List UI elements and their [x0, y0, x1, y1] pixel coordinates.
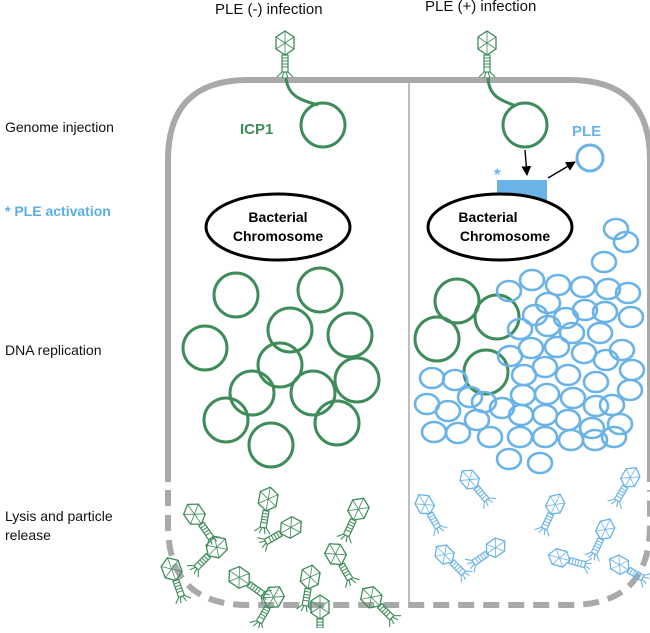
ple-circle: [558, 321, 586, 345]
title-ple-positive: PLE (+) infection: [425, 0, 537, 15]
ple-circle: [444, 421, 472, 445]
ple-circle: [554, 408, 582, 432]
injecting-phage-right: [477, 30, 497, 79]
ple-circle: [586, 321, 614, 345]
released-icp1-phage: [310, 594, 330, 633]
ple-circle: [606, 412, 634, 436]
ple-circle: [534, 291, 562, 315]
ple-activation-text: PLE activation: [14, 203, 111, 219]
chromosome-left-line1: Bacterial: [248, 209, 307, 225]
icp1-label: ICP1: [240, 121, 273, 138]
ple-circle: [569, 275, 597, 299]
released-icp1-phage: [252, 484, 280, 536]
ple-circle: [518, 268, 546, 292]
ple-circle: [557, 428, 585, 452]
ple-circle: [559, 386, 587, 410]
chromosome-right-line1: Bacterial: [458, 209, 517, 225]
activation-arrow: [521, 149, 532, 176]
ple-circle: [581, 428, 609, 452]
released-ple-phage: [463, 533, 511, 574]
icp1-replicated-genomes-left: [181, 266, 381, 469]
ple-circle: [592, 348, 620, 372]
ple-circle: [456, 385, 484, 409]
excision-arrow: [547, 161, 576, 179]
ple-circle: [517, 336, 545, 360]
ple-circle: [495, 447, 523, 471]
row-label-ple-activation: * PLE activation: [5, 203, 111, 219]
ple-circle: [554, 363, 582, 387]
ple-circle: [441, 368, 469, 392]
ple-circle: [420, 420, 448, 444]
ple-circle: [616, 378, 644, 402]
bacterial-chromosome-right: [426, 192, 574, 262]
ple-circle: [591, 300, 619, 324]
ple-circle: [602, 217, 630, 241]
ple-circle: [570, 341, 598, 365]
injecting-phage-left: [275, 30, 295, 79]
released-icp1-phage: [223, 562, 274, 606]
released-ple-phage: [411, 489, 449, 538]
chromosome-right-line2: Chromosome: [460, 228, 550, 244]
ple-activation-star: *: [494, 165, 501, 184]
released-ple-phage: [545, 546, 594, 575]
ple-circle: [582, 370, 610, 394]
released-ple-phage: [606, 462, 644, 511]
ple-circle: [590, 250, 618, 274]
released-icp1-phage: [158, 554, 193, 606]
ple-circle: [506, 317, 534, 341]
released-ple-particles: [411, 462, 650, 589]
released-ple-phage: [533, 490, 568, 539]
row-label-genome-injection: Genome injection: [5, 119, 114, 135]
icp1-genome-circle-right: [501, 101, 549, 149]
ple-circle: [531, 425, 559, 449]
icp1-genome-circle: [299, 101, 347, 149]
ple-circle: [617, 305, 645, 329]
ple-circle: [507, 403, 535, 427]
ple-circle: [526, 451, 554, 475]
ple-circle: [506, 425, 534, 449]
released-icp1-phage: [334, 493, 373, 546]
ple-circle: [495, 279, 523, 303]
ple-circle: [612, 230, 640, 254]
ple-circle: [509, 383, 537, 407]
bacterial-chromosome-left: [204, 192, 352, 262]
ple-circle: [600, 425, 628, 449]
ple-replicated-genomes: [413, 217, 646, 475]
row-label-dna-replication: DNA replication: [5, 342, 102, 358]
ple-circle: [608, 338, 636, 362]
icp1-genome-strand-right: [486, 77, 517, 108]
ple-circle: [543, 335, 571, 359]
ple-circle: [476, 425, 504, 449]
row-label-lysis-line2: release: [5, 527, 51, 543]
row-label-lysis-line1: Lysis and particle: [5, 508, 113, 524]
released-ple-phage: [455, 465, 498, 511]
released-ple-phage: [583, 515, 618, 564]
ple-circle: [578, 416, 606, 440]
ple-circle: [531, 403, 559, 427]
ple-circle: [510, 363, 538, 387]
ple-circle: [614, 281, 642, 305]
ple-label: PLE: [572, 123, 601, 140]
released-ple-phage: [430, 540, 474, 584]
ple-activation-star-label: *: [5, 203, 11, 219]
ple-circle: [618, 358, 646, 382]
ple-circle: [544, 273, 572, 297]
ple-circle: [533, 382, 561, 406]
released-icp1-phage: [321, 538, 362, 590]
ple-excised-circle: [575, 143, 605, 173]
chromosome-left-line2: Chromosome: [233, 228, 323, 244]
ple-circle: [534, 314, 562, 338]
ple-circle: [470, 390, 498, 414]
title-ple-negative: PLE (-) infection: [215, 1, 323, 18]
ple-circle: [582, 394, 610, 418]
ple-circle: [418, 366, 446, 390]
ple-circle: [434, 399, 462, 423]
